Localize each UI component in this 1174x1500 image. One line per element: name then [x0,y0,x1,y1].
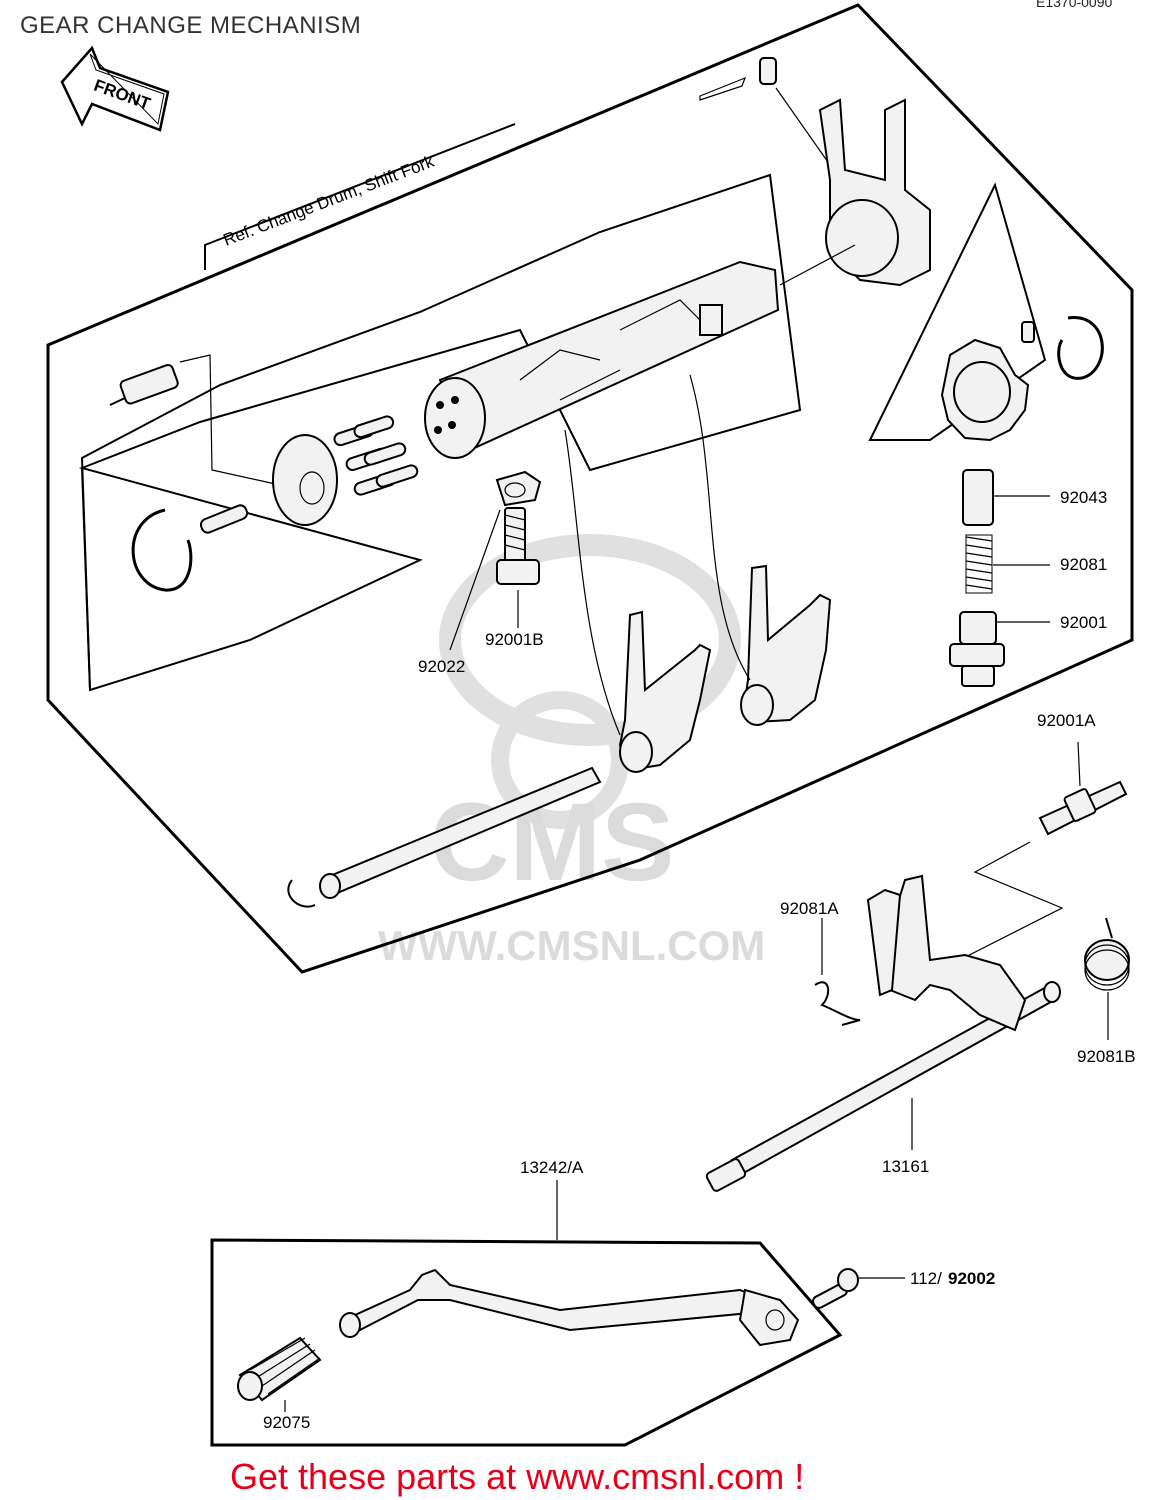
part-13161 [705,874,1061,1192]
part-92075 [237,1336,322,1412]
part-92001B [496,507,540,585]
label-112: 112/ [910,1269,942,1288]
label-92075: 92075 [263,1413,310,1432]
label-92001: 92001 [1060,613,1107,632]
diagram-code: E1370-0090 [1036,0,1113,10]
label-92043: 92043 [1060,488,1107,507]
circlip-left-part [131,508,193,592]
watermark: CMS WWW.CMSNL.COM [378,534,765,969]
footer-cta-link[interactable]: Get these parts at www.cmsnl.com ! [230,1456,805,1497]
drum-pins-part [333,415,419,496]
watermark-url: WWW.CMSNL.COM [378,922,765,969]
part-92043 [962,469,994,526]
part-92001A [1038,741,1128,836]
shift-rod-part [287,766,602,908]
shift-fork-left-part [618,610,712,773]
label-13161: 13161 [882,1157,929,1176]
part-92081B [1084,917,1130,1040]
reference-bracket: Ref. Change Drum, Shift Fork [204,123,516,270]
shift-fork-upper-part [818,98,931,287]
label-13242A: 13242/A [520,1158,584,1177]
part-92001 [949,611,1005,687]
reference-note: Ref. Change Drum, Shift Fork [221,152,437,250]
drum-screw-part [199,504,249,534]
part-13242A [339,1268,800,1347]
pedal-frame [210,1238,843,1447]
label-92022: 92022 [418,657,465,676]
neutral-switch-part [109,354,281,486]
collar-frame [868,182,1047,441]
outer-frame [46,3,1134,974]
drum-plate-part [272,434,338,526]
part-92081A [814,981,861,1026]
label-92081A: 92081A [780,899,839,918]
label-92001A: 92001A [1037,711,1096,730]
drum-stopper-collar-part [940,321,1035,442]
part-112-92002 [812,1268,905,1309]
label-92001B: 92001B [485,630,544,649]
cotter-pin-part [699,57,831,166]
label-92002: 92002 [948,1269,995,1288]
front-arrow-icon: FRONT [60,45,170,132]
part-92022 [495,470,542,507]
change-drum-part [424,244,856,459]
part-92081 [965,534,993,594]
page-title: GEAR CHANGE MECHANISM [20,12,362,39]
label-92081B: 92081B [1077,1047,1136,1066]
label-92081: 92081 [1060,555,1107,574]
shift-fork-right-part [740,564,832,726]
circlip-right-part [1057,316,1104,380]
